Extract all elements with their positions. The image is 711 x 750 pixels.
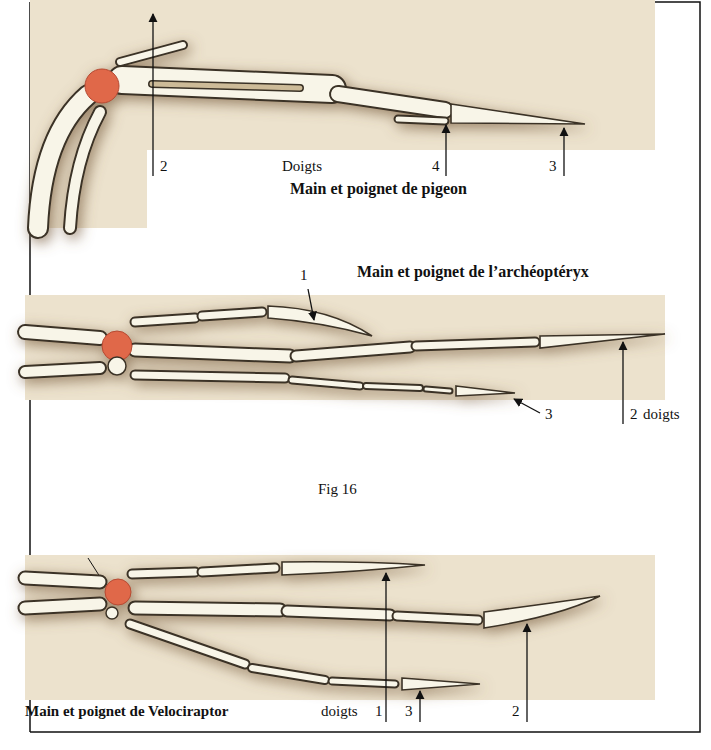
- digits-label: doigts: [321, 702, 358, 720]
- callout-number: 1: [375, 702, 383, 720]
- callout-number: 1: [300, 266, 308, 284]
- panel-band: [25, 555, 655, 700]
- panel-band: [25, 295, 665, 400]
- callout-number: 2: [160, 157, 168, 175]
- velociraptor-bones: [25, 562, 600, 690]
- panel-band: [30, 0, 655, 150]
- digits-label: doigts: [643, 405, 680, 423]
- panel-title: Main et poignet de Velociraptor: [25, 702, 228, 720]
- callout-number: 2: [512, 702, 520, 720]
- panel-title: Main et poignet de l’archéoptéryx: [357, 262, 589, 281]
- callout-number: 3: [545, 405, 553, 423]
- leader-arrows: [153, 14, 623, 722]
- figure-caption: Fig 16: [318, 480, 357, 498]
- panel-title: Main et poignet de pigeon: [290, 179, 467, 198]
- callout-number: 4: [432, 157, 440, 175]
- callout-number: 3: [549, 157, 557, 175]
- callout-number: 3: [405, 702, 413, 720]
- callout-number: 2: [630, 405, 638, 423]
- archaeopteryx-bones: [25, 306, 665, 396]
- digits-label: Doigts: [282, 157, 322, 175]
- pigeon-bones: [38, 45, 585, 228]
